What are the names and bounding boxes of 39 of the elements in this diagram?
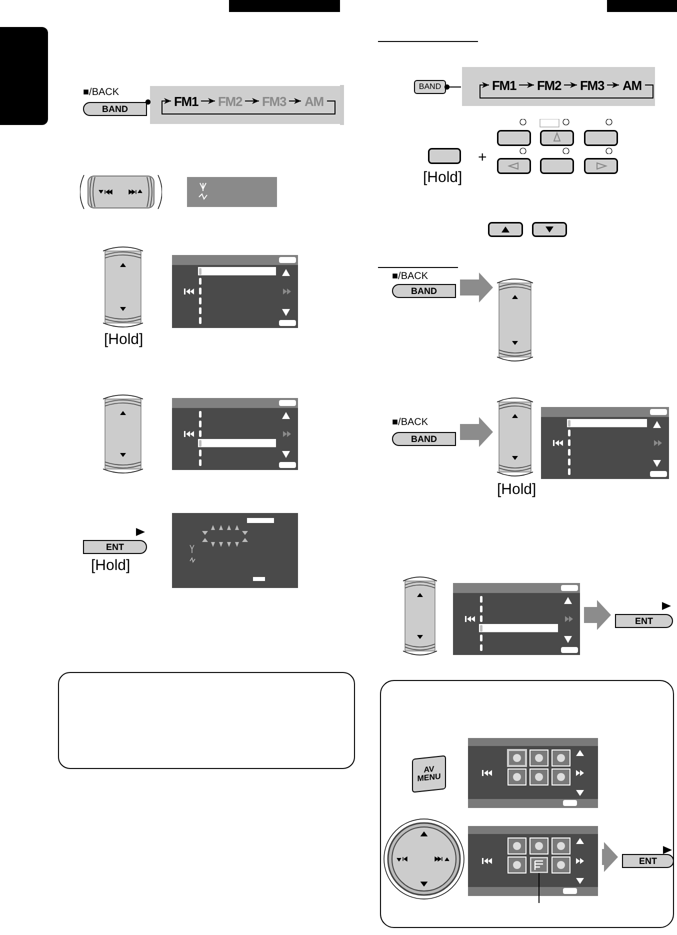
arrow [288, 98, 302, 104]
arrow [200, 98, 216, 104]
band-label: FM1 [174, 94, 198, 108]
band-button: BAND [392, 432, 456, 446]
hold-label: [Hold] [104, 332, 144, 347]
band-button: BAND [414, 80, 446, 94]
connector-line [444, 84, 462, 90]
band-button: BAND [392, 284, 456, 298]
arrow [244, 98, 260, 104]
enter-button: ENT [83, 540, 147, 554]
band-button: BAND [83, 102, 147, 116]
band-label: FM3 [262, 94, 286, 108]
enter-button: ENT [615, 614, 673, 628]
band-label: AM [622, 78, 642, 92]
hold-label: [Hold] [497, 482, 536, 497]
back-label: ■/BACK [392, 418, 428, 428]
band-label: FM2 [218, 94, 242, 108]
back-label: ■/BACK [83, 88, 120, 98]
hold-label: [Hold] [91, 558, 130, 573]
block-arrow [602, 842, 618, 872]
enter-button: ENT [622, 854, 674, 868]
block-arrow [584, 600, 611, 630]
arrow [518, 82, 534, 88]
band-label: AM [304, 94, 324, 108]
arrow [606, 82, 620, 88]
block-arrow [460, 272, 493, 302]
band-label: FM2 [536, 78, 562, 92]
av-menu-button: AV MENU [412, 755, 446, 793]
arrow [564, 82, 578, 88]
leader-line [538, 872, 540, 904]
arrow [480, 82, 654, 98]
block-arrow [460, 417, 493, 447]
connector-line [145, 99, 151, 105]
arrow [162, 98, 336, 114]
band-label: FM1 [492, 78, 516, 92]
plus-sign: + [478, 150, 487, 165]
hold-label: [Hold] [423, 170, 462, 185]
back-label: ■/BACK [392, 272, 428, 282]
band-label: FM3 [580, 78, 604, 92]
